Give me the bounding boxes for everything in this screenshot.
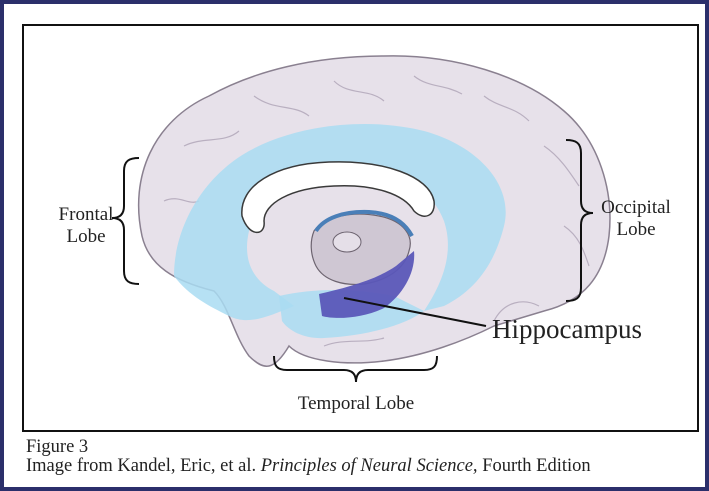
frontal-label-line1: Frontal <box>59 204 114 225</box>
frontal-label-line2: Lobe <box>66 226 105 247</box>
occipital-label-line2: Lobe <box>616 219 655 240</box>
caption-book-title: Principles of Neural Science, <box>261 456 478 476</box>
figure-caption: Figure 3 Image from Kandel, Eric, et al.… <box>26 438 696 476</box>
caption-figure-number: Figure 3 <box>26 438 696 457</box>
caption-suffix: Fourth Edition <box>478 456 591 476</box>
frontal-brace <box>112 158 139 284</box>
thalamus-nucleus <box>333 232 361 252</box>
temporal-label: Temporal Lobe <box>298 393 414 414</box>
figure-image-box: Frontal Lobe Occipital Lobe Temporal Lob… <box>22 24 699 432</box>
caption-source: Image from Kandel, Eric, et al. Principl… <box>26 457 696 476</box>
brain-diagram: Frontal Lobe Occipital Lobe Temporal Lob… <box>24 26 697 430</box>
hippocampus-label: Hippocampus <box>492 314 642 344</box>
occipital-label-line1: Occipital <box>601 197 671 218</box>
caption-prefix: Image from Kandel, Eric, et al. <box>26 456 261 476</box>
